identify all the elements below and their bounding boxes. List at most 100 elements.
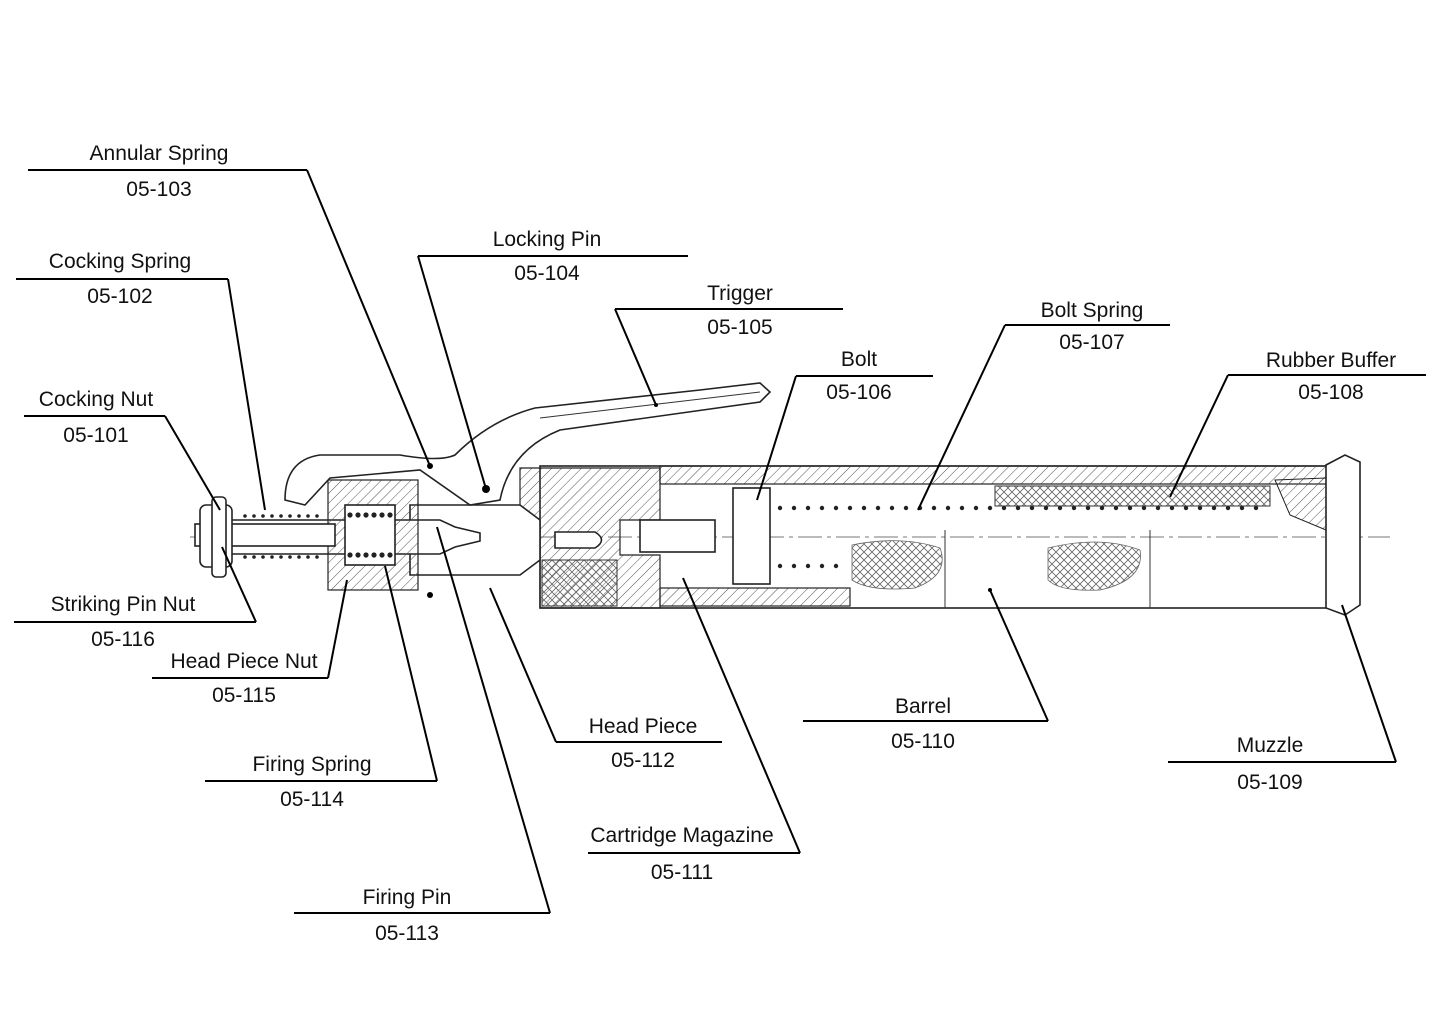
spring-coil	[288, 555, 292, 559]
spring-coil	[903, 505, 909, 511]
callout-striking-pin-nut: Striking Pin Nut 05-116	[14, 546, 257, 651]
callout-bolt: Bolt 05-106	[756, 348, 933, 501]
cartridge-chamber	[639, 519, 716, 553]
tool-drawing	[190, 382, 1390, 616]
spring-coil	[355, 552, 361, 558]
rubber-buffer-code: 05-108	[1298, 381, 1363, 404]
spring-coil	[279, 514, 283, 518]
spring-coil	[371, 552, 377, 558]
spring-coil	[833, 505, 839, 511]
firing-pin-label: Firing Pin	[363, 886, 452, 909]
firing-spring-leader-line	[384, 565, 438, 782]
spring-coil	[1071, 505, 1077, 511]
trigger-shape	[284, 382, 772, 506]
spring-coil	[1211, 505, 1217, 511]
spring-coil	[363, 552, 369, 558]
bolt-label: Bolt	[841, 348, 877, 371]
firing-spring-shape	[344, 504, 396, 566]
trigger-leader-line	[614, 308, 657, 406]
head-piece-label: Head Piece	[589, 715, 698, 738]
spring-coil	[379, 512, 385, 518]
spring-coil	[1183, 505, 1189, 511]
spring-coil	[363, 512, 369, 518]
spring-coil	[270, 514, 274, 518]
spring-coil	[805, 505, 811, 511]
spring-coil	[315, 514, 319, 518]
spring-coil	[987, 505, 993, 511]
cartridge-magazine-label: Cartridge Magazine	[590, 824, 773, 847]
bolt-spring-coils	[777, 505, 1259, 569]
barrel-window-right	[1047, 541, 1141, 591]
cocking-spring-leader-line	[227, 278, 266, 511]
head-piece-dot	[427, 592, 433, 598]
striking-pin-nut-label: Striking Pin Nut	[51, 593, 196, 616]
spring-coil	[261, 514, 265, 518]
spring-coil	[1141, 505, 1147, 511]
spring-coil	[1253, 505, 1259, 511]
spring-coil	[315, 555, 319, 559]
cocking-spring-label: Cocking Spring	[49, 250, 191, 273]
rubber-buffer-leader-line	[1169, 374, 1229, 498]
spring-coil	[1001, 505, 1007, 511]
spring-coil	[1197, 505, 1203, 511]
spring-coil	[347, 552, 353, 558]
cocking-spring-code: 05-102	[87, 285, 152, 308]
head-piece-nut-leader-line	[327, 579, 348, 679]
spring-coil	[931, 505, 937, 511]
muzzle-label: Muzzle	[1237, 734, 1304, 757]
striking-pin-nut-shape	[211, 496, 227, 578]
spring-coil	[243, 514, 247, 518]
spring-coil	[973, 505, 979, 511]
spring-coil	[252, 514, 256, 518]
barrel-label: Barrel	[895, 695, 951, 718]
rubber-buffer-shape	[994, 485, 1271, 507]
spring-coil	[270, 555, 274, 559]
annular-spring-label: Annular Spring	[90, 142, 229, 165]
spring-coil	[791, 563, 797, 569]
spring-coil	[371, 512, 377, 518]
spring-coil	[819, 563, 825, 569]
spring-coil	[889, 505, 895, 511]
firing-spring-coils	[347, 512, 393, 558]
spring-coil	[945, 505, 951, 511]
cartridge-magazine-code: 05-111	[651, 861, 713, 884]
spring-coil	[777, 505, 783, 511]
striking-pin-nut-code: 05-116	[91, 628, 155, 651]
muzzle-taper	[1274, 477, 1327, 531]
spring-coil	[805, 563, 811, 569]
firing-pin-leader-line	[436, 526, 551, 914]
barrel-window-left	[851, 540, 943, 590]
trigger-code: 05-105	[707, 316, 772, 339]
bolt-code: 05-106	[826, 381, 891, 404]
spring-coil	[252, 555, 256, 559]
bolt-spring-code: 05-107	[1059, 331, 1124, 354]
spring-coil	[833, 563, 839, 569]
locking-pin-label: Locking Pin	[493, 228, 602, 251]
spring-coil	[819, 505, 825, 511]
spring-coil	[306, 555, 310, 559]
striking-pin-nut-leader-line	[221, 546, 257, 623]
spring-coil	[306, 514, 310, 518]
muzzle-code: 05-109	[1237, 771, 1302, 794]
spring-coil	[777, 563, 783, 569]
spring-coil	[297, 555, 301, 559]
bolt-spring-leader-line	[917, 324, 1006, 511]
spring-coil	[1169, 505, 1175, 511]
spring-coil	[1155, 505, 1161, 511]
spring-coil	[288, 514, 292, 518]
firing-spring-code: 05-114	[280, 788, 344, 811]
spring-coil	[1113, 505, 1119, 511]
spring-coil	[1043, 505, 1049, 511]
bolt-leader-line	[756, 375, 797, 501]
cartridge-shape	[554, 531, 603, 549]
spring-coil	[1015, 505, 1021, 511]
cartridge-magazine-leader-line	[682, 577, 801, 854]
cocking-nut-leader-line	[164, 415, 221, 511]
